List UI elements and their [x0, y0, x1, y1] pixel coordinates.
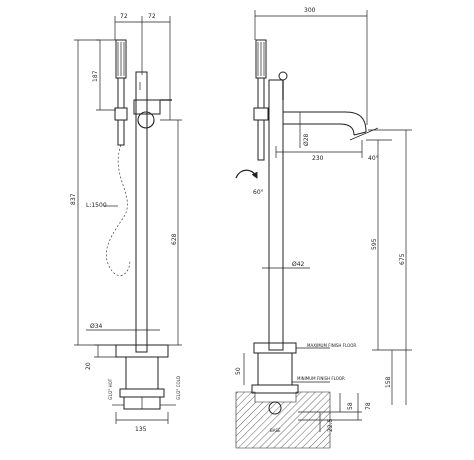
dim-handshower-height: 187 [92, 39, 116, 111]
dim-50: 50 [235, 353, 245, 385]
min-floor-label: MINIMUM FINISH FLOOR [297, 376, 345, 381]
dim-20: 20 [85, 362, 92, 370]
column-side [268, 71, 392, 351]
dim-column-diameter-side: Ø42 [262, 261, 310, 273]
dim-58-label: 58 [347, 402, 354, 410]
rotation-arrow: 60° [235, 169, 264, 196]
dim-top-width: 72 72 [114, 13, 171, 120]
cold-inlet-label: G1/2" COLD [176, 376, 181, 400]
dim-spout-height: 628 [160, 119, 182, 346]
dim-base-height: 20 [85, 344, 116, 370]
dim-heights: 595 675 [368, 129, 412, 405]
hand-shower [114, 39, 128, 146]
left-view: 72 72 187 837 [70, 13, 182, 433]
hot-inlet-label: G1/2" HOT [108, 378, 113, 400]
dim-22-5-label: 22.5 [327, 418, 334, 432]
column [133, 71, 172, 353]
floor-slab [235, 391, 331, 449]
dim-50-label: 50 [235, 367, 242, 375]
dim-spout-projection: 300 [254, 7, 368, 125]
dim-column-diameter: Ø34 [86, 323, 160, 335]
hose: L:1500 [86, 144, 131, 276]
dim-diam-28: Ø28 [303, 133, 310, 146]
dim-595: 595 [371, 238, 378, 250]
dim-135: 135 [135, 426, 147, 433]
dim-72-left: 72 [120, 13, 128, 20]
dim-78-label: 78 [365, 402, 372, 410]
hose-length-label: L:1500 [86, 202, 107, 209]
dim-total-height: 837 [70, 39, 120, 346]
dim-spout-reach: 230 [275, 140, 363, 162]
dim-230: 230 [312, 155, 324, 162]
dim-675: 675 [399, 253, 406, 265]
dim-628: 628 [171, 233, 178, 245]
dim-158: 158 [385, 350, 393, 405]
dim-rotation-60: 60° [253, 189, 264, 196]
base-label: BASE [270, 428, 281, 433]
dim-base-width: 135 [115, 412, 169, 433]
right-view: 300 Ø28 [235, 7, 412, 449]
dim-angle-40: 40° [368, 155, 379, 162]
dim-187: 187 [92, 70, 99, 82]
dim-158-label: 158 [385, 376, 392, 388]
dim-diam-42: Ø42 [292, 261, 305, 268]
dim-spout-diameter: Ø28 [299, 112, 310, 148]
dim-72-right: 72 [148, 13, 156, 20]
dim-diam-34: Ø34 [90, 323, 103, 330]
dim-300: 300 [304, 7, 316, 14]
dim-837: 837 [70, 193, 77, 205]
max-floor-label: MAXIMUM FINISH FLOOR [307, 343, 356, 348]
base-side: MAXIMUM FINISH FLOOR MINIMUM FINISH FLOO… [251, 342, 356, 415]
base-assembly [115, 344, 169, 410]
hand-shower-side [253, 39, 269, 161]
dim-lower-stack: 78 58 22.5 [298, 393, 372, 432]
